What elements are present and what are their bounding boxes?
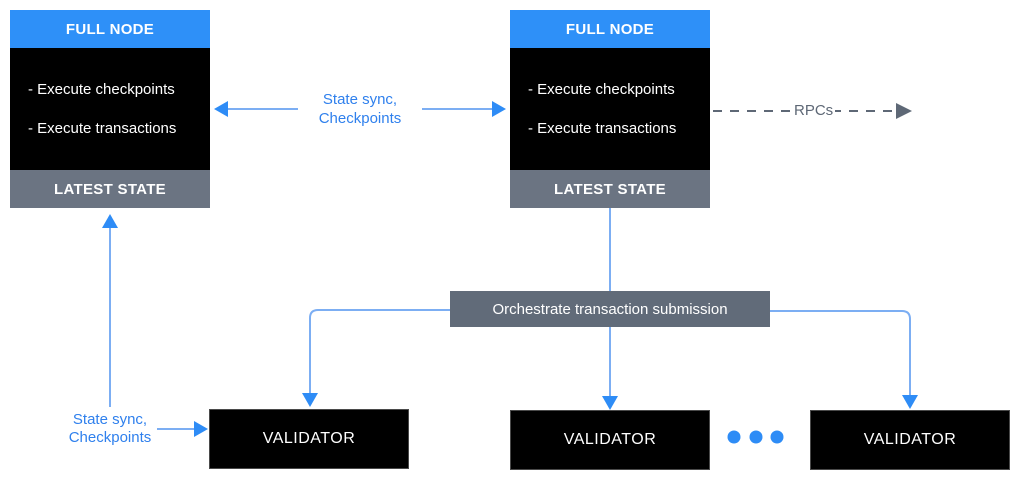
arrow-right-icon (492, 101, 506, 117)
validator-box-3: VALIDATOR (810, 410, 1010, 470)
rpcs-label: RPCs (792, 102, 836, 119)
state-sync-label-center: State sync, Checkpoints (298, 90, 422, 128)
full-node-item: - Execute transactions (528, 120, 677, 137)
label-line: State sync, (72, 411, 148, 428)
arrow-up-icon (102, 214, 118, 228)
full-node-footer: LATEST STATE (510, 170, 710, 208)
validator-box-1: VALIDATOR (209, 409, 409, 469)
state-sync-up-arrow (102, 214, 118, 407)
orchestrator-to-left-validator-arrow (302, 309, 450, 407)
orchestrator-box: Orchestrate transaction submission (450, 291, 770, 327)
arrow-right-icon (896, 103, 912, 119)
full-node-item: - Execute transactions (28, 120, 177, 137)
full-node-body: - Execute checkpoints - Execute transact… (510, 48, 710, 170)
orchestrator-to-middle-validator-arrow (602, 327, 618, 410)
arrow-left-icon (214, 101, 228, 117)
arrow-down-icon (602, 396, 618, 410)
state-sync-label-left: State sync, Checkpoints (53, 411, 167, 447)
ellipsis-dots-icon (727, 430, 784, 444)
full-node-body: - Execute checkpoints - Execute transact… (10, 48, 210, 170)
full-node-title: FULL NODE (10, 10, 210, 48)
full-node-title: FULL NODE (510, 10, 710, 48)
orchestrator-to-right-validator-arrow (770, 310, 918, 409)
full-node-left: FULL NODE - Execute checkpoints - Execut… (10, 10, 210, 208)
full-node-right: FULL NODE - Execute checkpoints - Execut… (510, 10, 710, 208)
full-node-footer: LATEST STATE (10, 170, 210, 208)
validator-box-2: VALIDATOR (510, 410, 710, 470)
arrow-down-icon (902, 395, 918, 409)
arrow-right-icon (194, 421, 208, 437)
arrow-down-icon (302, 393, 318, 407)
label-line: Checkpoints (68, 429, 152, 446)
full-node-item: - Execute checkpoints (28, 81, 175, 98)
label-line: Checkpoints (318, 110, 402, 127)
label-line: State sync, (322, 91, 398, 108)
full-node-item: - Execute checkpoints (528, 81, 675, 98)
